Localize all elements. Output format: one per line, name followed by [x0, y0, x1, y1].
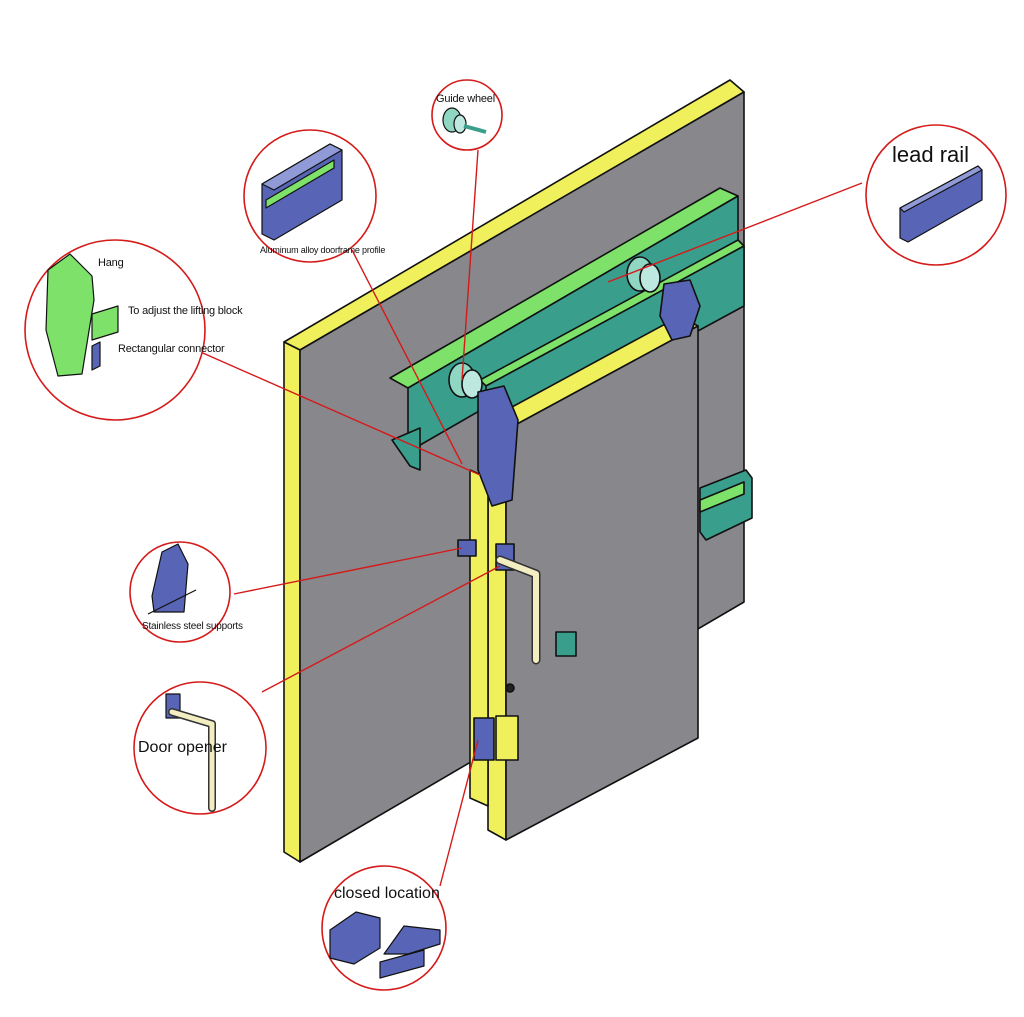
hang-detail: [45, 253, 119, 377]
guide-wheel-label: Guide wheel: [436, 93, 495, 105]
closed-location-label: closed location: [334, 885, 440, 902]
lead-rail-label: lead rail: [892, 142, 970, 167]
guide-wheel-detail: [442, 107, 487, 134]
rectangular-connector-label: Rectangular connector: [118, 343, 225, 355]
closed-location-detail: [329, 911, 441, 979]
lead-rail-detail: [899, 165, 983, 243]
leader-lines: [195, 149, 863, 887]
door-opener-detail: [165, 693, 216, 812]
door-leaf: [469, 315, 699, 841]
key-hole: [505, 683, 515, 693]
stainless-support-detail: [147, 543, 197, 615]
door-opener: [495, 543, 541, 665]
hanger-right: [659, 279, 701, 341]
guide-wheel-right: [626, 256, 661, 293]
profile-detail: [261, 143, 343, 241]
closed-location-catch: [473, 715, 519, 761]
guide-wheel-circle: [431, 79, 503, 151]
stainless-supports-label: Stainless steel supports: [142, 621, 243, 632]
lock-plate: [555, 631, 577, 657]
side-bracket: [699, 469, 753, 541]
lifting-block-label: To adjust the lifting block: [128, 305, 243, 317]
stainless-support: [457, 539, 477, 557]
hang-label: Hang: [98, 257, 124, 269]
door-opener-label: Door opener: [138, 739, 227, 756]
profile-label: Aluminum alloy doorframe profile: [260, 245, 386, 255]
hanger-left: [477, 385, 519, 507]
